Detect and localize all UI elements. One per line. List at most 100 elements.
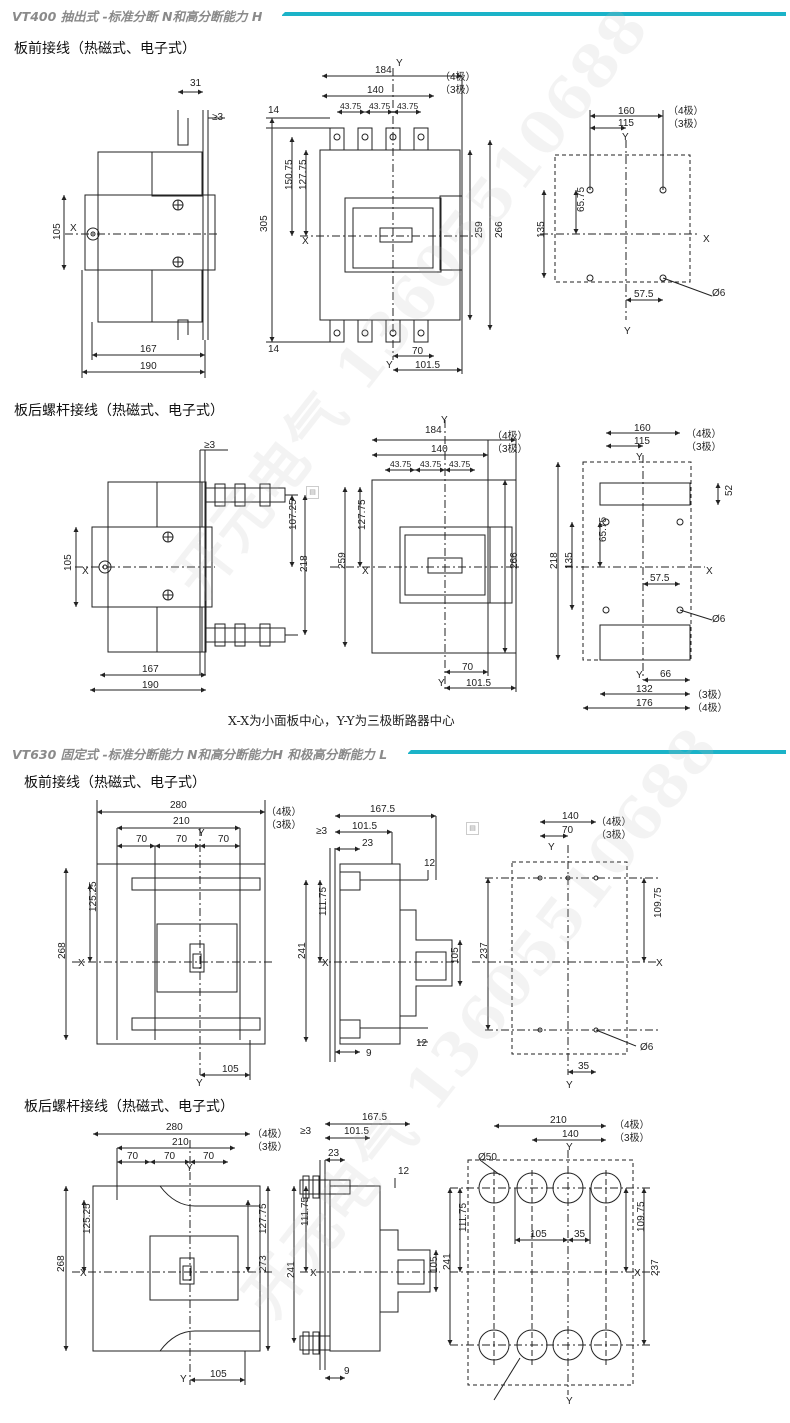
dim-35: 35 bbox=[578, 1061, 590, 1072]
dim-70: 70 bbox=[203, 1151, 215, 1162]
hole-diameter: Ø6 bbox=[712, 288, 726, 299]
dim-14: 14 bbox=[268, 105, 280, 116]
dim-115: 115 bbox=[618, 118, 634, 129]
axis-y: Y bbox=[441, 415, 448, 426]
axis-y: Y bbox=[566, 1396, 573, 1407]
dim-280: 280 bbox=[170, 800, 187, 811]
dim-101-5: 101.5 bbox=[415, 360, 440, 371]
dim-9: 9 bbox=[344, 1366, 350, 1377]
label-3pole: （3极） bbox=[440, 83, 476, 96]
dim-132: 132 bbox=[636, 684, 653, 695]
label-4pole: （4极） bbox=[668, 104, 704, 117]
dim-135: 135 bbox=[564, 552, 575, 569]
label-3pole: （3极） bbox=[492, 442, 528, 455]
dim-127-75: 127.75 bbox=[258, 1203, 269, 1234]
axis-x: X bbox=[80, 1268, 87, 1279]
axis-x: X bbox=[656, 958, 663, 969]
dim-109-75: 109.75 bbox=[653, 887, 664, 918]
subtitle-rear-630: 板后螺杆接线（热磁式、电子式） bbox=[24, 1099, 234, 1115]
axis-y: Y bbox=[636, 452, 643, 463]
dim-127-75: 127.75 bbox=[357, 499, 368, 530]
dim-57-5: 57.5 bbox=[650, 573, 670, 584]
label-4pole: （4极） bbox=[596, 815, 632, 828]
axis-y: Y bbox=[566, 1142, 573, 1153]
axis-y: Y bbox=[548, 842, 555, 853]
label-3pole: （3极） bbox=[596, 828, 632, 841]
dim-140: 140 bbox=[367, 85, 384, 96]
vt400-rear-side-view bbox=[73, 449, 308, 693]
dim-167: 167 bbox=[142, 664, 159, 675]
dim-43-75: 43.75 bbox=[340, 101, 362, 111]
axis-y: Y bbox=[196, 1078, 203, 1089]
dim-70: 70 bbox=[176, 834, 188, 845]
vt400-rear-front-view bbox=[330, 420, 520, 692]
dim-237: 237 bbox=[650, 1259, 661, 1276]
dim-167-5: 167.5 bbox=[370, 804, 395, 815]
dim-23: 23 bbox=[328, 1148, 340, 1159]
header-accent-bar bbox=[408, 750, 786, 754]
dim-101-5: 101.5 bbox=[352, 821, 377, 832]
dim-ge3: ≥3 bbox=[300, 1126, 311, 1137]
dim-43-75: 43.75 bbox=[369, 101, 391, 111]
dim-43-75: 43.75 bbox=[420, 459, 442, 469]
header-accent-bar bbox=[282, 12, 786, 16]
axis-y: Y bbox=[636, 670, 643, 681]
dim-9: 9 bbox=[366, 1048, 372, 1059]
dim-101-5: 101.5 bbox=[344, 1126, 369, 1137]
hole-diameter: Ø6 bbox=[712, 614, 726, 625]
dim-105: 105 bbox=[530, 1229, 547, 1240]
dim-111-75: 111.75 bbox=[300, 1196, 311, 1226]
dim-105: 105 bbox=[429, 1256, 440, 1273]
dim-101-5: 101.5 bbox=[466, 678, 491, 689]
dim-105: 105 bbox=[450, 947, 461, 964]
axis-x: X bbox=[78, 958, 85, 969]
dim-125-25: 125.25 bbox=[88, 881, 99, 912]
dim-14: 14 bbox=[268, 344, 280, 355]
dim-268: 268 bbox=[56, 1255, 67, 1272]
label-4pole: （4极） bbox=[492, 429, 528, 442]
axis-y: Y bbox=[180, 1374, 187, 1385]
axis-y: Y bbox=[186, 1163, 193, 1174]
dim-70: 70 bbox=[218, 834, 230, 845]
subtitle-front-630: 板前接线（热磁式、电子式） bbox=[24, 775, 206, 791]
dim-150-75: 150.75 bbox=[284, 159, 295, 190]
dim-210: 210 bbox=[172, 1137, 189, 1148]
label-4pole: （4极） bbox=[692, 701, 728, 714]
image-placeholder-icon: ▤ bbox=[306, 486, 319, 499]
axis-x: X bbox=[70, 223, 77, 234]
rear-stud-bottom bbox=[204, 623, 298, 647]
dim-107-25: 107.25 bbox=[288, 499, 299, 530]
label-3pole: （3极） bbox=[686, 440, 722, 453]
dim-140: 140 bbox=[562, 1129, 579, 1140]
axis-x: X bbox=[703, 234, 710, 245]
dim-ge3: ≥3 bbox=[212, 112, 223, 123]
vt630-rear-hole-pattern bbox=[447, 1123, 660, 1401]
vt400-front-side-view bbox=[61, 89, 225, 378]
dim-160: 160 bbox=[618, 106, 635, 117]
dim-109-75: 109.75 bbox=[636, 1201, 647, 1232]
dim-31: 31 bbox=[190, 78, 202, 89]
dim-237: 237 bbox=[479, 942, 490, 959]
rear-stud-top bbox=[204, 483, 298, 507]
vt630-rear-front-view bbox=[63, 1131, 272, 1385]
label-4pole: （4极） bbox=[252, 1127, 288, 1140]
dim-65-75: 65.75 bbox=[576, 187, 587, 212]
vt630-rear-side-view bbox=[291, 1121, 440, 1381]
axis-note: X-X为小面板中心，Y-Y为三极断路器中心 bbox=[228, 713, 455, 728]
subtitle-rear-400: 板后螺杆接线（热磁式、电子式） bbox=[14, 403, 224, 419]
dim-184: 184 bbox=[425, 425, 442, 436]
dim-57-5: 57.5 bbox=[634, 289, 654, 300]
dim-70: 70 bbox=[136, 834, 148, 845]
vt400-rear-hole-pattern bbox=[555, 430, 721, 711]
axis-y: Y bbox=[396, 58, 403, 69]
image-placeholder-icon: ▤ bbox=[466, 822, 479, 835]
dim-111-75: 111.75 bbox=[318, 886, 329, 916]
axis-y: Y bbox=[624, 326, 631, 337]
dim-12: 12 bbox=[398, 1166, 410, 1177]
dim-125-25: 125.25 bbox=[82, 1203, 93, 1234]
axis-x: X bbox=[706, 566, 713, 577]
dim-218: 218 bbox=[299, 555, 310, 572]
dim-218: 218 bbox=[549, 552, 560, 569]
section-header-vt630: VT630 固定式 -标准分断能力 N和高分断能力H 和极高分断能力 L bbox=[0, 742, 790, 766]
terminals-bottom bbox=[329, 319, 429, 343]
